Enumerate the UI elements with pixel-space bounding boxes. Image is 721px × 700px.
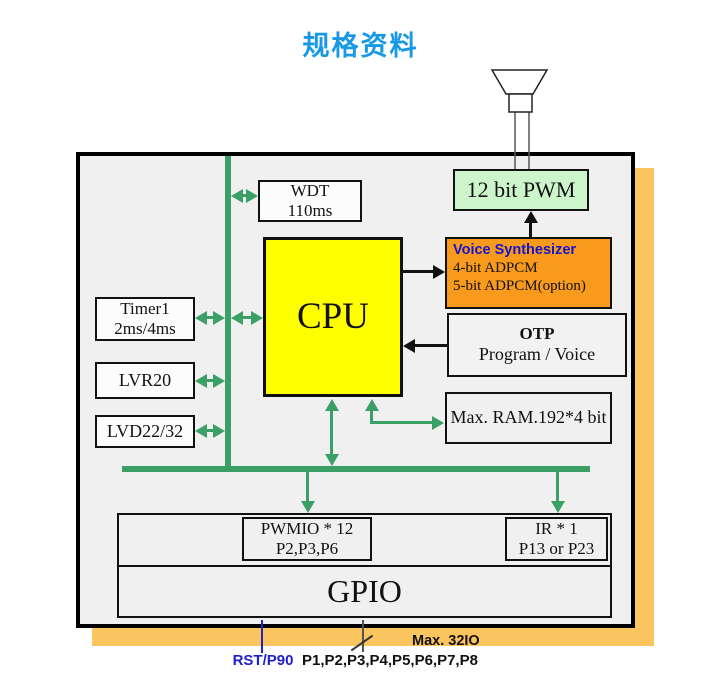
arrow-otp-cpu bbox=[403, 338, 447, 353]
arrow-cpu-bus bbox=[324, 399, 339, 466]
gpio-block: GPIO bbox=[117, 565, 612, 618]
pwmio-label: PWMIO * 12 bbox=[260, 518, 354, 538]
arrow-cpu-ram-horizontal bbox=[371, 415, 444, 430]
voice-synthesizer-block: Voice Synthesizer 4-bit ADPCM 5-bit ADPC… bbox=[445, 237, 612, 309]
arrow-bus-cpu bbox=[231, 310, 263, 325]
arrow-ram-cpu-vertical bbox=[364, 399, 379, 424]
pwmio-block: PWMIO * 12 P2,P3,P6 bbox=[242, 517, 372, 561]
arrow-bus-pwmio bbox=[300, 470, 315, 513]
max-io-label: Max. 32IO bbox=[412, 633, 480, 649]
arrow-timer1-bus bbox=[195, 310, 225, 325]
io-divider bbox=[119, 565, 610, 567]
wdt-label: WDT bbox=[290, 180, 330, 200]
arrow-bus-wdt bbox=[231, 188, 258, 203]
ram-label: Max. RAM.192*4 bit bbox=[450, 407, 607, 428]
wdt-block: WDT 110ms bbox=[258, 180, 362, 222]
ir-ports: P13 or P23 bbox=[518, 539, 595, 558]
voice-title: Voice Synthesizer bbox=[453, 242, 577, 258]
voice-adpcm4: 4-bit ADPCM bbox=[453, 260, 538, 277]
bus-horizontal bbox=[122, 466, 590, 472]
arrow-lvd-bus bbox=[195, 423, 225, 438]
wdt-time: 110ms bbox=[287, 201, 333, 220]
lvr-label: LVR20 bbox=[118, 369, 172, 390]
lvr-block: LVR20 bbox=[95, 362, 195, 399]
lvd-block: LVD22/32 bbox=[95, 415, 195, 448]
rst-pin-line bbox=[261, 620, 263, 653]
pwm-label: 12 bit PWM bbox=[466, 176, 576, 202]
pwm-block: 12 bit PWM bbox=[453, 169, 589, 211]
timer1-rate: 2ms/4ms bbox=[114, 319, 176, 338]
voice-adpcm5: 5-bit ADPCM(option) bbox=[453, 278, 586, 295]
otp-sublabel: Program / Voice bbox=[478, 344, 596, 365]
pwmio-ports: P2,P3,P6 bbox=[275, 539, 339, 558]
cpu-block: CPU bbox=[263, 237, 403, 397]
arrow-voice-pwm bbox=[523, 211, 538, 237]
ports-label: P1,P2,P3,P4,P5,P6,P7,P8 bbox=[302, 652, 478, 669]
arrow-lvr-bus bbox=[195, 373, 225, 388]
ir-block: IR * 1 P13 or P23 bbox=[505, 517, 608, 561]
bus-vertical bbox=[225, 156, 231, 468]
arrow-bus-ir bbox=[550, 470, 565, 513]
page-title: 规格资料 bbox=[302, 31, 419, 61]
arrow-cpu-voice bbox=[403, 264, 445, 279]
ir-label: IR * 1 bbox=[535, 518, 578, 538]
rst-label: RST/P90 bbox=[232, 652, 294, 669]
otp-block: OTP Program / Voice bbox=[447, 313, 627, 377]
otp-label: OTP bbox=[519, 324, 555, 343]
timer1-block: Timer1 2ms/4ms bbox=[95, 297, 195, 341]
ports-pin-line bbox=[362, 620, 364, 652]
cpu-label: CPU bbox=[297, 295, 369, 337]
lvd-label: LVD22/32 bbox=[106, 420, 184, 441]
speaker-icon bbox=[490, 69, 549, 171]
gpio-label: GPIO bbox=[327, 573, 402, 609]
ram-block: Max. RAM.192*4 bit bbox=[445, 392, 612, 444]
timer1-label: Timer1 bbox=[120, 298, 170, 318]
